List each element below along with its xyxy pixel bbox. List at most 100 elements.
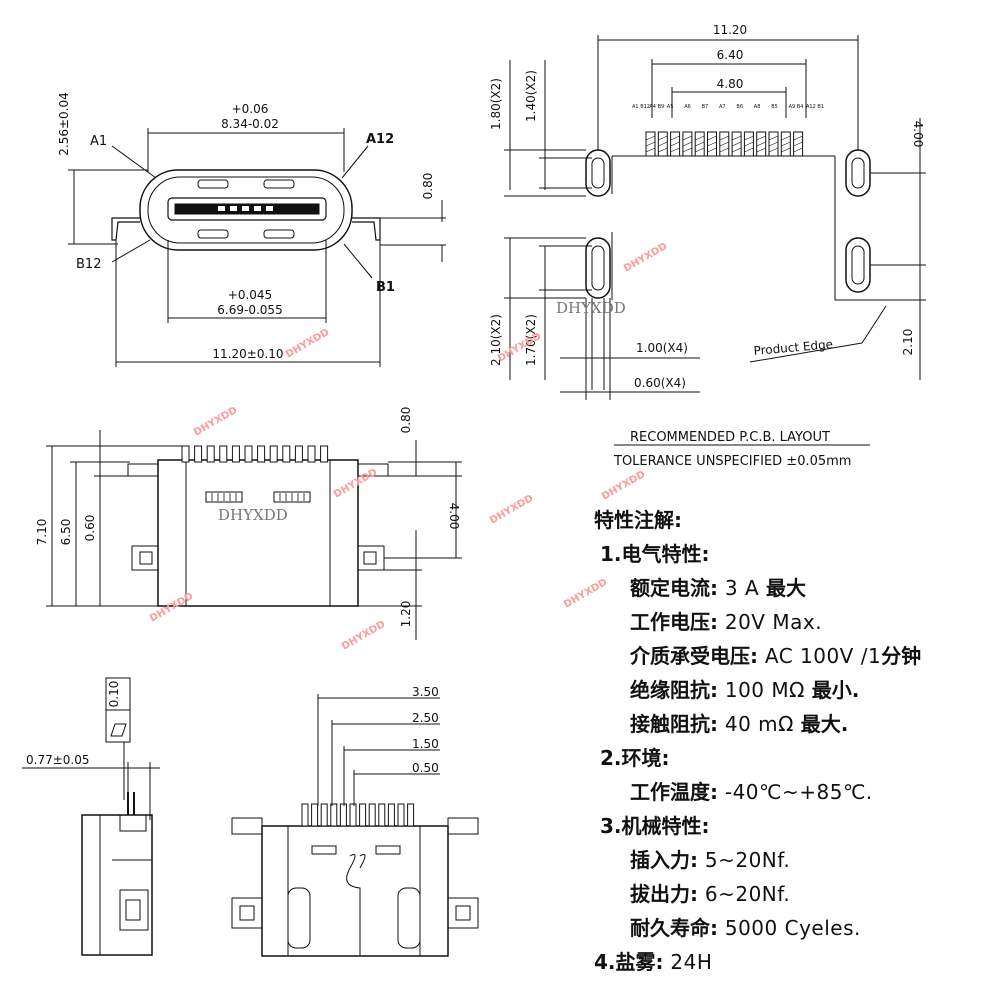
pcb-pad-hatch bbox=[670, 135, 680, 153]
front-dim-pitch: 2.56±0.04 bbox=[57, 92, 71, 156]
top-dim-top: 0.80 bbox=[399, 407, 413, 434]
watermark-top: DHYXDD bbox=[218, 506, 288, 524]
front-tongue bbox=[167, 197, 327, 221]
top-pin bbox=[257, 445, 266, 463]
pcb-pin-label: B5 bbox=[771, 104, 778, 110]
pcb-pad-hatch bbox=[707, 135, 717, 153]
pcb-pad-hatch bbox=[645, 135, 656, 153]
front-shell-outer bbox=[139, 169, 353, 251]
bottom-pin bbox=[387, 803, 395, 827]
side-dim-flat: 0.10 bbox=[107, 681, 121, 708]
bottom-tab-br bbox=[447, 897, 479, 929]
bottom-boss-right bbox=[397, 887, 421, 949]
pcb-pin-label: A7 bbox=[719, 104, 726, 110]
spec-dielectric: 介质承受电压: AC 100V /1分钟 bbox=[630, 644, 921, 668]
top-latch-right bbox=[273, 491, 311, 503]
bottom-pin bbox=[311, 803, 319, 827]
pcb-product-edge: Product Edge bbox=[753, 337, 833, 358]
top-pin bbox=[231, 445, 240, 463]
spec-s1: 1.电气特性: bbox=[600, 542, 710, 566]
spec-life-key: 耐久寿命: bbox=[630, 916, 718, 940]
pcb-dim-outer-pins: 6.40 bbox=[717, 48, 744, 62]
bottom-pin bbox=[339, 803, 347, 827]
top-pin bbox=[307, 445, 316, 463]
spec-s2: 2.环境: bbox=[600, 746, 670, 770]
spec-s2-title: 2.环境: bbox=[600, 746, 670, 770]
top-pin bbox=[320, 445, 329, 463]
top-tab-bl-hole bbox=[139, 551, 153, 565]
front-dim-inner-tol: +0.045 bbox=[228, 288, 272, 302]
spec-rated-current-key: 额定电流: bbox=[630, 576, 718, 600]
pcb-slot-tl bbox=[585, 149, 611, 197]
front-dim-outer: 8.34-0.02 bbox=[221, 117, 279, 131]
spec-life-value: 5000 Cyeles. bbox=[718, 916, 861, 940]
pcb-pad-hatch bbox=[682, 135, 693, 153]
front-label-a12: A12 bbox=[366, 132, 394, 147]
pcb-dim-bot-left2: 1.70(X2) bbox=[524, 314, 538, 366]
pcb-pin-label: A5 bbox=[667, 104, 674, 110]
pcb-dim-top-left1: 1.80(X2) bbox=[489, 78, 503, 130]
top-body bbox=[157, 459, 359, 607]
spec-dielectric-value: AC 100V /1 bbox=[758, 644, 882, 668]
bottom-latch-right bbox=[375, 845, 401, 855]
bottom-pin bbox=[359, 803, 367, 827]
pcb-pad-hatch bbox=[731, 135, 742, 153]
bottom-boss-left bbox=[287, 887, 311, 949]
front-latch-tr bbox=[263, 179, 295, 189]
spec-life: 耐久寿命: 5000 Cyeles. bbox=[630, 916, 861, 940]
front-dim-side: 0.80 bbox=[421, 173, 435, 200]
spec-heading-text: 特性注解: bbox=[594, 508, 682, 532]
spec-insert-key: 插入力: bbox=[630, 848, 698, 872]
top-pin bbox=[269, 445, 278, 463]
top-latch-left bbox=[205, 491, 243, 503]
watermark-red-3: DHYXDD bbox=[192, 405, 239, 439]
spec-working-voltage-key: 工作电压: bbox=[630, 610, 718, 634]
front-dim-outer-tol: +0.06 bbox=[232, 102, 269, 116]
top-pin bbox=[194, 445, 203, 463]
side-tab-top bbox=[119, 814, 147, 832]
bottom-tab-tl bbox=[231, 817, 263, 835]
spec-dielectric-key: 介质承受电压: bbox=[630, 644, 758, 668]
pcb-pad-hatch bbox=[756, 135, 766, 153]
pcb-pin-label: B6 bbox=[736, 104, 743, 110]
side-tab-bottom bbox=[119, 889, 149, 931]
front-wing-right bbox=[352, 217, 381, 241]
spec-s3: 3.机械特性: bbox=[600, 814, 710, 838]
spec-s4-value: 24H bbox=[663, 950, 713, 974]
spec-extract-key: 拔出力: bbox=[630, 882, 698, 906]
spec-s3-title: 3.机械特性: bbox=[600, 814, 710, 838]
pcb-pad-hatch bbox=[793, 135, 803, 153]
spec-temp-value: -40℃~+85℃. bbox=[718, 780, 873, 804]
pcb-pin-label: A1 B12 bbox=[632, 104, 650, 110]
spec-contact-max: 最大. bbox=[800, 712, 849, 736]
spec-contact-key: 接触阻抗: bbox=[630, 712, 718, 736]
spec-rated-current-max: 最大 bbox=[765, 576, 806, 600]
top-tab-bl bbox=[131, 545, 159, 571]
pcb-slot-tr bbox=[845, 149, 871, 197]
bottom-pin bbox=[378, 803, 386, 827]
bottom-dim-050: 0.50 bbox=[412, 761, 439, 775]
spec-insulation-key: 绝缘阻抗: bbox=[630, 678, 718, 702]
bottom-pins bbox=[301, 803, 415, 827]
top-pin bbox=[282, 445, 291, 463]
spec-working-voltage: 工作电压: 20V Max. bbox=[630, 610, 822, 634]
spec-s4-title: 4.盐雾: bbox=[594, 950, 664, 974]
watermark-red-1: DHYXDD bbox=[622, 241, 669, 275]
front-shell-inner bbox=[147, 176, 345, 244]
top-pin bbox=[244, 445, 253, 463]
pcb-pin-label: B7 bbox=[702, 104, 709, 110]
pcb-pin-label: A12 B1 bbox=[806, 104, 824, 110]
top-dim-right: 4.00 bbox=[447, 503, 461, 530]
bottom-pin bbox=[407, 803, 415, 827]
pcb-slot-tr-inner bbox=[851, 157, 865, 189]
top-pins bbox=[181, 445, 329, 463]
spec-rated-current: 额定电流: 3 A 最大 bbox=[630, 576, 806, 600]
side-dim-thick: 0.77±0.05 bbox=[26, 753, 90, 767]
pcb-pad-hatch bbox=[744, 135, 754, 153]
pcb-slot-br-inner bbox=[851, 245, 865, 285]
pcb-dim-width: 11.20 bbox=[713, 23, 747, 37]
pcb-pad-hatch bbox=[768, 135, 779, 153]
